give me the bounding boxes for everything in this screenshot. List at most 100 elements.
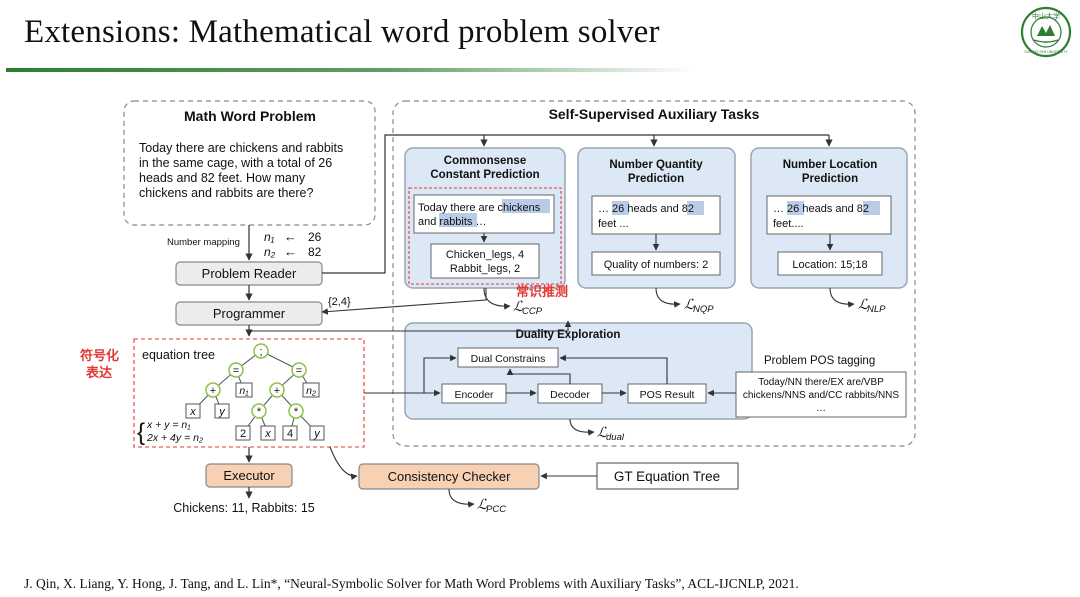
svg-text:Consistency Checker: Consistency Checker bbox=[388, 469, 511, 484]
svg-text:y: y bbox=[313, 428, 321, 440]
citation: J. Qin, X. Liang, Y. Hong, J. Tang, and … bbox=[24, 576, 799, 591]
executor-box: Executor bbox=[205, 463, 293, 488]
svg-text:feet....: feet.... bbox=[773, 218, 804, 230]
svg-text:chickens/NNS and/CC rabbits/NN: chickens/NNS and/CC rabbits/NNS bbox=[743, 390, 899, 401]
svg-text:*: * bbox=[294, 406, 299, 418]
svg-text:n₂: n₂ bbox=[306, 385, 316, 397]
highlight bbox=[502, 199, 550, 213]
duality-exploration-box: Duality Exploration Dual Constrains Enco… bbox=[404, 322, 753, 420]
ccp-annotation: 常识推测 bbox=[516, 284, 568, 299]
svg-text:+: + bbox=[274, 385, 280, 397]
mwp-line: Today there are chickens and rabbits bbox=[139, 141, 343, 155]
svg-text:n₂: n₂ bbox=[264, 245, 276, 259]
svg-text:PCC: PCC bbox=[486, 504, 506, 515]
ccp-task-box: Commonsense Constant Prediction Today th… bbox=[404, 147, 566, 289]
highlight bbox=[787, 201, 804, 215]
svg-text:x: x bbox=[264, 428, 271, 440]
svg-text:Programmer: Programmer bbox=[213, 306, 286, 321]
svg-text:n₁: n₁ bbox=[264, 230, 275, 244]
svg-text:Today/NN there/EX are/VBP: Today/NN there/EX are/VBP bbox=[758, 377, 884, 388]
svg-text:Constant Prediction: Constant Prediction bbox=[430, 169, 539, 181]
svg-text:y: y bbox=[218, 406, 226, 418]
nlp-loss: ℒ bbox=[858, 296, 869, 312]
mwp-title: Math Word Problem bbox=[184, 108, 316, 124]
svg-text:Executor: Executor bbox=[223, 468, 275, 483]
svg-text:26: 26 bbox=[308, 230, 322, 244]
svg-text:GT Equation Tree: GT Equation Tree bbox=[614, 469, 720, 484]
svg-text:CCP: CCP bbox=[522, 306, 543, 317]
mwp-line: in the same cage, with a total of 26 bbox=[139, 156, 332, 170]
svg-text:*: * bbox=[257, 406, 262, 418]
svg-text:=: = bbox=[233, 365, 239, 377]
svg-text:4: 4 bbox=[287, 428, 293, 440]
svg-text:Prediction: Prediction bbox=[628, 173, 684, 185]
highlight bbox=[612, 201, 629, 215]
highlight bbox=[439, 213, 477, 227]
svg-text:POS Result: POS Result bbox=[640, 389, 695, 401]
svg-text:+: + bbox=[210, 385, 216, 397]
svg-text:Prediction: Prediction bbox=[802, 173, 858, 185]
svg-text:Number Quantity: Number Quantity bbox=[609, 159, 703, 171]
svg-text:and rabbits …: and rabbits … bbox=[418, 216, 486, 228]
svg-text:dual: dual bbox=[606, 432, 625, 443]
mwp-line: heads and 82 feet. How many bbox=[139, 171, 306, 185]
svg-text:feet ...: feet ... bbox=[598, 218, 629, 230]
svg-text:x + y = n₁: x + y = n₁ bbox=[146, 419, 191, 431]
symbolic-annotation: 符号化 bbox=[80, 348, 119, 363]
consistency-checker-box: Consistency Checker bbox=[358, 463, 540, 490]
svg-text:n₁: n₁ bbox=[239, 385, 249, 397]
programmer-output: {2,4} bbox=[328, 296, 351, 308]
svg-text:=: = bbox=[296, 365, 302, 377]
svg-text:2: 2 bbox=[240, 428, 246, 440]
number-mapping: Number mapping n₁ ← 26 n₂ ← 82 bbox=[167, 229, 322, 259]
svg-text:Today there are chickens: Today there are chickens bbox=[418, 202, 541, 214]
svg-text:… 26 heads and 82: … 26 heads and 82 bbox=[598, 203, 694, 215]
pcc-loss: ℒ bbox=[477, 496, 488, 512]
equation-tree-label: equation tree bbox=[142, 348, 215, 362]
equation-tree-panel: equation tree ; = = + n₁ + n₂ x y * bbox=[133, 338, 365, 448]
svg-text:Chicken_legs, 4: Chicken_legs, 4 bbox=[446, 249, 524, 261]
svg-text:Quality of numbers: 2: Quality of numbers: 2 bbox=[604, 259, 709, 271]
number-mapping-label: Number mapping bbox=[167, 237, 240, 248]
svg-text:Problem Reader: Problem Reader bbox=[202, 266, 297, 281]
svg-text:{: { bbox=[137, 419, 145, 446]
svg-text:Number Location: Number Location bbox=[783, 159, 878, 171]
slide-title: Extensions: Mathematical word problem so… bbox=[24, 14, 660, 50]
svg-text:… 26 heads and 82: … 26 heads and 82 bbox=[773, 203, 869, 215]
gt-equation-tree-box: GT Equation Tree bbox=[596, 462, 739, 490]
highlight bbox=[863, 201, 880, 215]
logo-text: 中山大学 bbox=[1032, 12, 1060, 21]
svg-text:Commonsense: Commonsense bbox=[444, 155, 526, 167]
math-word-problem-panel: Math Word Problem Today there are chicke… bbox=[123, 100, 376, 226]
svg-text:Encoder: Encoder bbox=[454, 389, 494, 401]
svg-text:…: … bbox=[816, 403, 826, 414]
mwp-line: chickens and rabbits are there? bbox=[139, 186, 313, 200]
aux-tasks-panel: Self-Supervised Auxiliary Tasks bbox=[392, 100, 916, 447]
svg-text:x: x bbox=[189, 406, 196, 418]
logo-ring-text: SUN YAT-SEN UNIVERSITY bbox=[1024, 50, 1068, 54]
svg-text:NLP: NLP bbox=[867, 304, 886, 315]
ccp-loss: ℒ bbox=[513, 298, 524, 314]
svg-text:Dual Constrains: Dual Constrains bbox=[471, 353, 546, 365]
svg-text:Decoder: Decoder bbox=[550, 389, 590, 401]
svg-text:;: ; bbox=[259, 346, 262, 358]
symbolic-annotation: 表达 bbox=[85, 365, 112, 380]
answer-text: Chickens: 11, Rabbits: 15 bbox=[173, 501, 315, 515]
university-logo: 中山大学 SUN YAT-SEN UNIVERSITY bbox=[1020, 6, 1072, 58]
nqp-task-box: Number Quantity Prediction … 26 heads an… bbox=[577, 147, 736, 289]
svg-text:82: 82 bbox=[308, 245, 322, 259]
left-arrow-icon: ← bbox=[284, 244, 297, 259]
svg-text:NQP: NQP bbox=[693, 304, 714, 315]
dual-loss: ℒ bbox=[597, 424, 608, 440]
pos-tagging-box: Today/NN there/EX are/VBP chickens/NNS a… bbox=[735, 371, 907, 418]
svg-text:Location: 15;18: Location: 15;18 bbox=[792, 259, 867, 271]
nlp-task-box: Number Location Prediction … 26 heads an… bbox=[750, 147, 908, 289]
pos-tagging-label: Problem POS tagging bbox=[764, 355, 875, 367]
svg-text:Rabbit_legs, 2: Rabbit_legs, 2 bbox=[450, 263, 520, 275]
programmer-box: Programmer bbox=[175, 301, 323, 326]
title-underline bbox=[6, 68, 696, 72]
nqp-loss: ℒ bbox=[684, 296, 695, 312]
problem-reader-box: Problem Reader bbox=[175, 261, 323, 286]
left-arrow-icon: ← bbox=[284, 229, 297, 244]
